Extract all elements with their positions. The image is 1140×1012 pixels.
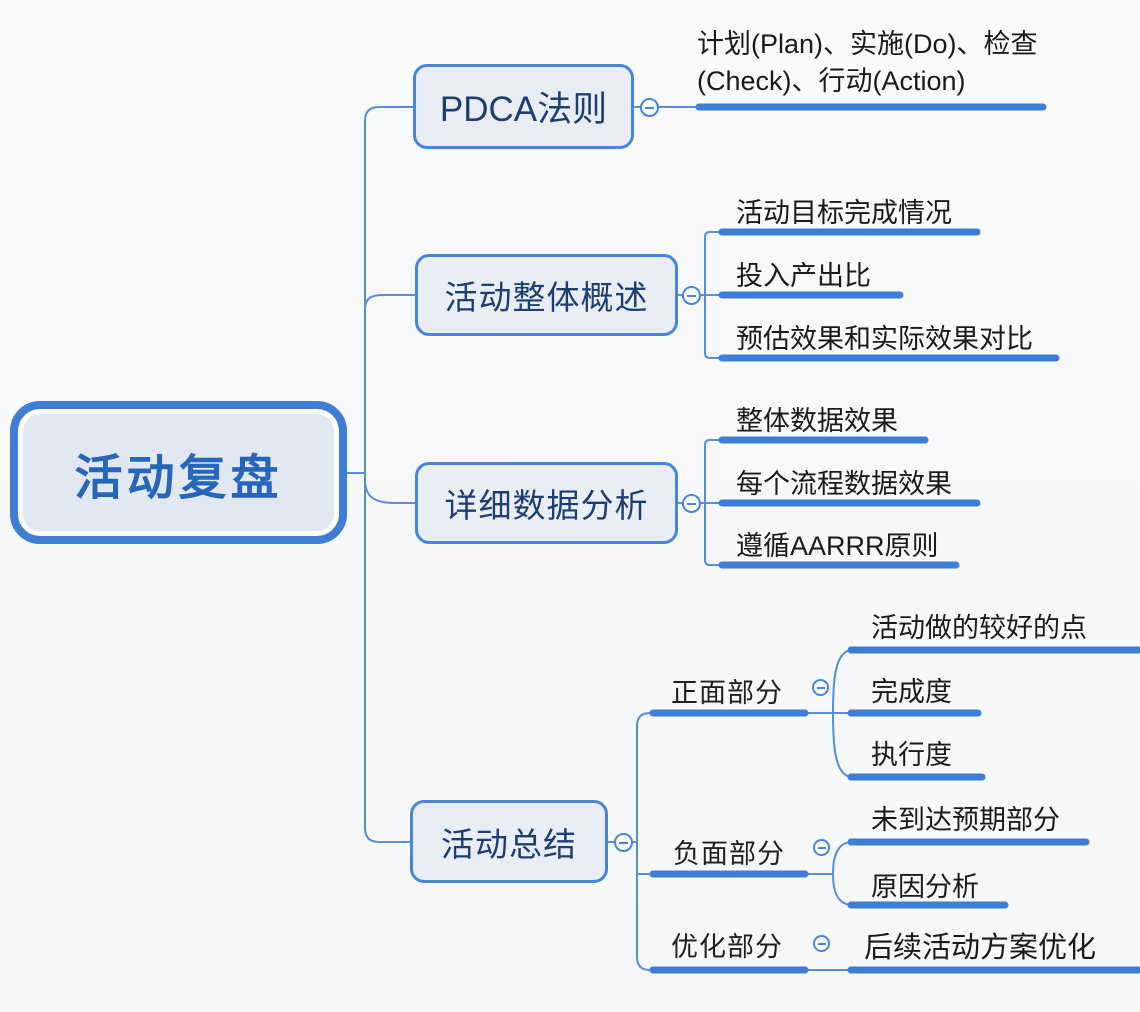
collapse-minus-icon-summary[interactable] (614, 833, 633, 852)
leaf-node-aarrr-principle[interactable]: 遵循AARRR原则 (736, 531, 939, 561)
connector-branch2-bracket (677, 231, 723, 359)
collapse-minus-icon-data[interactable] (682, 494, 701, 513)
connector-negative-bracket (804, 841, 852, 906)
connector-branch2-stub (364, 294, 416, 311)
connector-positive-bracket (804, 649, 852, 778)
leaf-node-completion-degree[interactable]: 完成度 (871, 677, 952, 707)
leaf-node-followup-plan-optimization[interactable]: 后续活动方案优化 (864, 932, 1097, 964)
node-underlines (649, 103, 1140, 974)
root-node-activity-review[interactable]: 活动复盘 (10, 401, 347, 544)
leaf-node-estimate-vs-actual[interactable]: 预估效果和实际效果对比 (736, 324, 1033, 354)
subnode-negative-part[interactable]: 负面部分 (673, 839, 785, 869)
leaf-node-overall-data[interactable]: 整体数据效果 (736, 406, 898, 436)
thin-connectors (346, 106, 852, 971)
collapse-minus-icon-negative[interactable] (813, 839, 830, 856)
leaf-node-not-reached-expectation[interactable]: 未到达预期部分 (871, 805, 1060, 835)
branch-node-data-analysis[interactable]: 详细数据分析 (415, 462, 678, 544)
subnode-positive-part[interactable]: 正面部分 (671, 678, 783, 708)
connector-branch3-stub (364, 479, 416, 504)
leaf-node-roi[interactable]: 投入产出比 (736, 261, 871, 291)
collapse-minus-icon-positive[interactable] (812, 679, 829, 696)
branch-node-pdca[interactable]: PDCA法则 (413, 64, 634, 149)
leaf-node-pdca-steps[interactable]: 计划(Plan)、实施(Do)、检查(Check)、行动(Action) (697, 29, 1038, 96)
collapse-minus-icon-optimize[interactable] (813, 935, 830, 952)
collapse-minus-icon-overview[interactable] (682, 286, 701, 305)
leaf-node-process-data[interactable]: 每个流程数据效果 (736, 469, 952, 499)
leaf-node-goal-completion[interactable]: 活动目标完成情况 (736, 198, 952, 228)
collapse-minus-icon-pdca[interactable] (640, 98, 659, 117)
branch-node-summary[interactable]: 活动总结 (410, 800, 608, 883)
connector-branch3-bracket (677, 439, 723, 566)
connector-main-trunk (364, 106, 414, 843)
leaf-node-good-points[interactable]: 活动做的较好的点 (871, 613, 1087, 643)
subnode-optimize-part[interactable]: 优化部分 (671, 932, 783, 962)
branch-node-overview[interactable]: 活动整体概述 (415, 254, 678, 336)
leaf-node-execution-degree[interactable]: 执行度 (871, 740, 952, 770)
leaf-node-cause-analysis[interactable]: 原因分析 (871, 872, 979, 902)
connector-branch4-trunk (607, 712, 656, 971)
